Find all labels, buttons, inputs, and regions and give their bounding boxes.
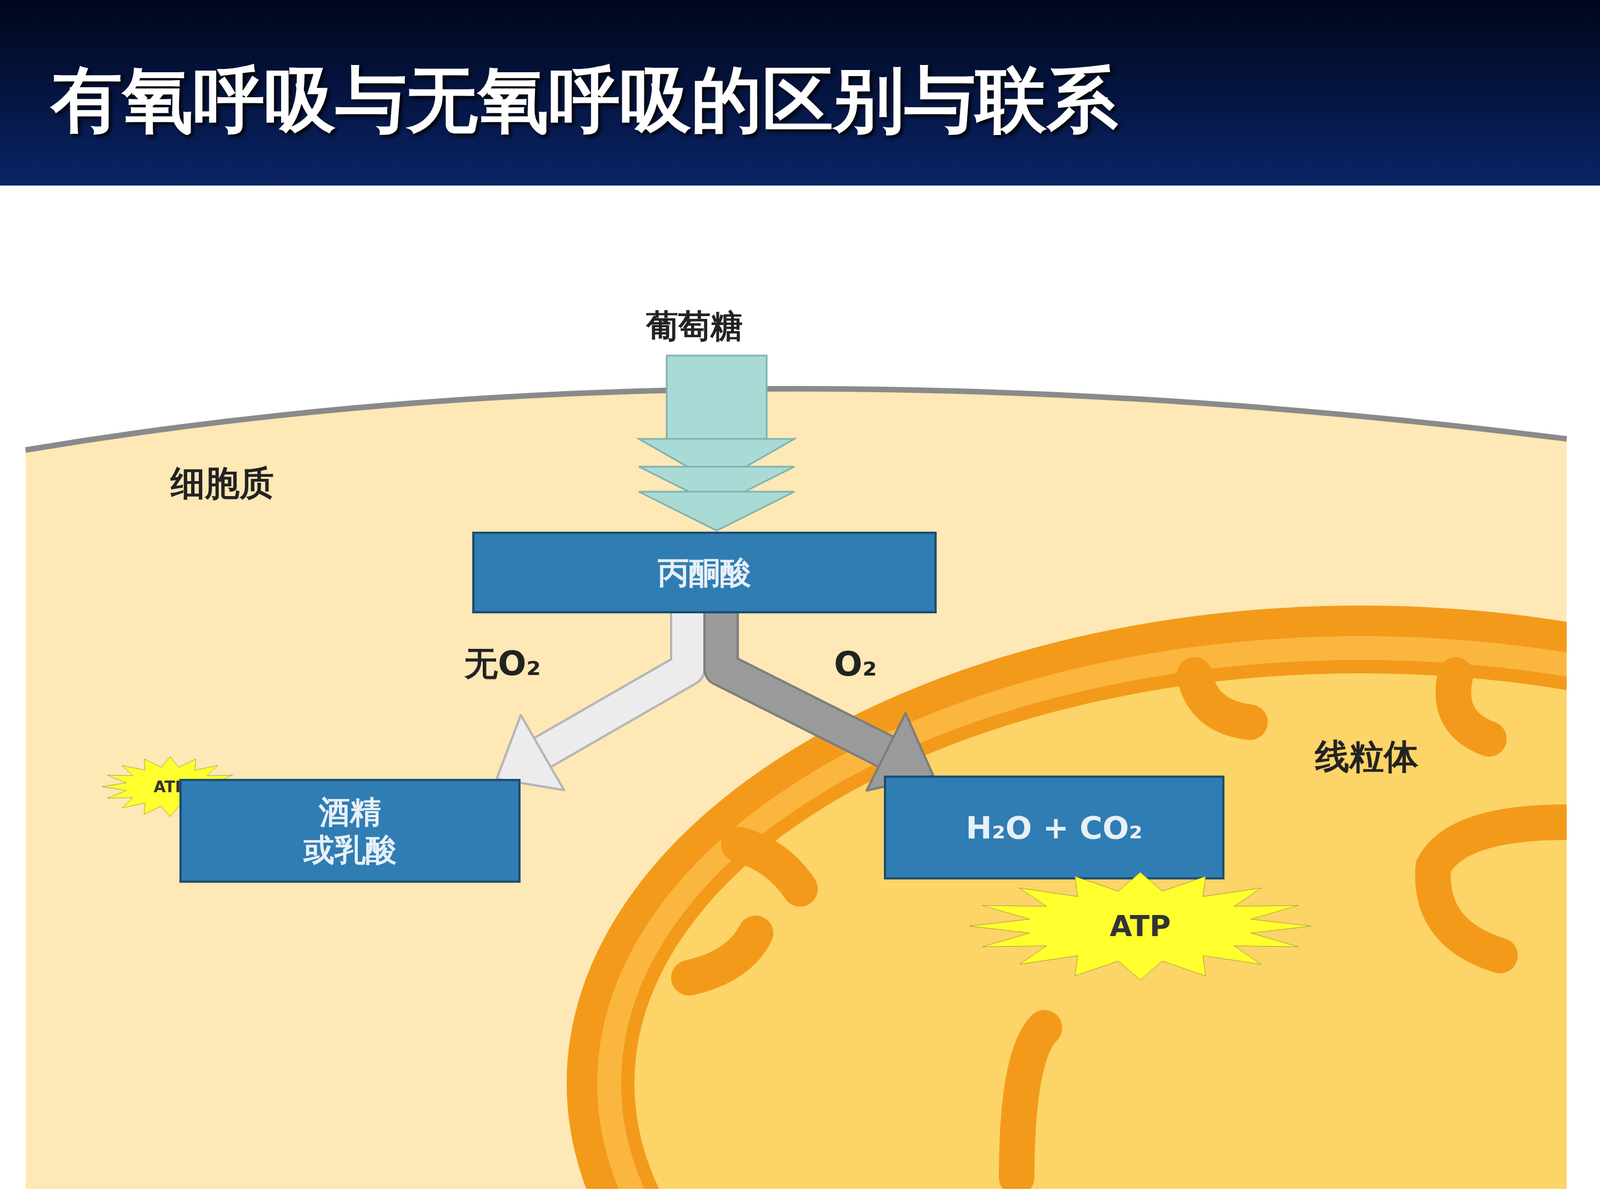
arrow-outline: [540, 613, 688, 754]
edge-label: O₂: [833, 644, 877, 684]
star-outline: [969, 872, 1312, 980]
box-text: 酒精 或乳酸: [300, 793, 400, 868]
inner-membrane: [627, 666, 1600, 1200]
cristae: [688, 675, 1567, 1178]
crista: [1016, 1027, 1045, 1178]
arrow-shaft: [721, 613, 889, 753]
arrow-outline: [721, 613, 889, 753]
crista: [1432, 822, 1567, 956]
arrow-shaft: [540, 613, 688, 754]
cell-membrane: [25, 388, 1567, 450]
atp-text: ATP: [1110, 909, 1172, 943]
glucose-arrow: [638, 355, 795, 531]
product-box: H₂O + CO₂: [883, 775, 1225, 880]
edge-label: 无O₂: [464, 641, 541, 687]
organelle-label: 线粒体: [1315, 733, 1419, 780]
outer-membrane: [566, 605, 1600, 1200]
box-text: 丙酮酸: [657, 553, 752, 592]
flow-arrow: [721, 613, 934, 791]
crista: [1194, 675, 1250, 723]
process-box: 丙酮酸: [472, 531, 937, 614]
crista: [1453, 675, 1489, 739]
arrow-shaft: [666, 355, 767, 450]
substance-label: 葡萄糖: [646, 305, 743, 349]
chevron: [638, 491, 795, 531]
mitochondrion: [566, 605, 1600, 1200]
product-box: 酒精 或乳酸: [179, 778, 521, 883]
box-text: H₂O + CO₂: [965, 808, 1143, 847]
crista: [688, 933, 756, 978]
atp-star: ATP: [969, 872, 1312, 980]
crista: [738, 844, 800, 889]
intermembrane: [597, 636, 1600, 1200]
flow-arrow: [496, 613, 688, 790]
region-label: 细胞质: [170, 460, 274, 507]
title: 有氧呼吸与无氧呼吸的区别与联系: [51, 52, 1118, 149]
